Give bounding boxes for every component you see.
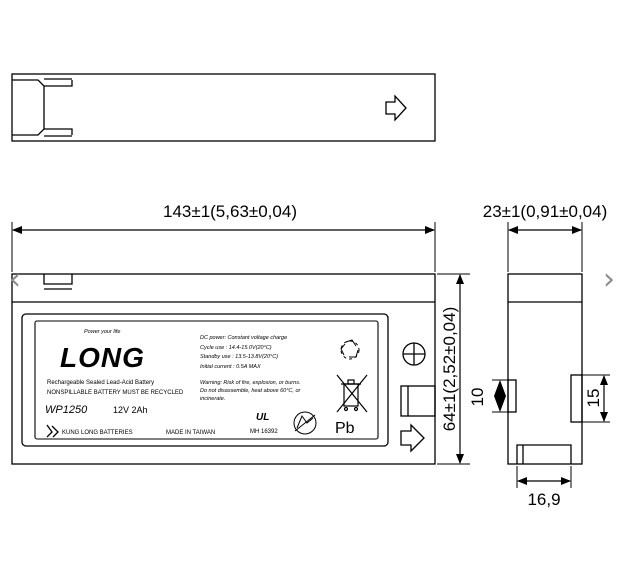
standby-use: Standby use : 13.5-13.8V(20°C): [200, 354, 278, 360]
cycle-use: Cycle use : 14.4-15.0V(20°C): [200, 345, 272, 351]
brand-tagline: Power your life: [84, 329, 120, 335]
terminal-height-label: 15: [584, 389, 603, 408]
origin-text: MADE IN TAIWAN: [166, 430, 215, 436]
terminal-gap-dimension: 10: [468, 379, 508, 413]
warning-line-3: incinerate.: [200, 396, 225, 402]
top-view: [11, 73, 436, 142]
length-dimension-label: 143±1(5,63±0,04): [163, 202, 297, 221]
height-dimension: 64±1(2,52±0,04): [437, 273, 470, 465]
front-view: [11, 273, 436, 465]
initial-current: Initial current : 0.5A MAX: [200, 364, 261, 370]
brand-name: LONG: [60, 342, 145, 373]
side-view: [507, 273, 583, 465]
negative-terminal-arrow-icon: [400, 423, 425, 453]
cert-code: MH 16392: [250, 429, 278, 435]
crossed-bin-icon: [336, 374, 368, 413]
terminal-height-dimension: 15: [582, 374, 610, 423]
model-number: WP1250: [45, 404, 88, 416]
terminal-gap-label: 10: [468, 388, 487, 407]
width-dimension-label: 23±1(0,91±0,04): [483, 202, 608, 221]
recycle-circle-icon: [293, 411, 317, 435]
battery-label: Power your life LONG Rechargeable Sealed…: [45, 329, 368, 438]
top-arrow-icon: [385, 94, 407, 122]
type-line: Rechargeable Sealed Lead-Acid Battery: [47, 380, 154, 386]
pb-text: Pb: [335, 420, 355, 437]
width-dimension: 23±1(0,91±0,04): [483, 202, 608, 272]
kung-long-logo-icon: [46, 424, 59, 438]
warning-line-2: Do not disassemble, heat above 60°C, or: [200, 388, 302, 394]
rating: 12V 2Ah: [113, 405, 148, 415]
recycle-icon: [340, 339, 360, 360]
height-dimension-label: 64±1(2,52±0,04): [440, 307, 459, 432]
charge-title: DC power: Constant voltage charge: [200, 335, 287, 341]
next-image-button[interactable]: ›: [603, 262, 615, 297]
ul-icon: UL: [256, 412, 269, 423]
ul-mark-text: UL: [256, 412, 269, 423]
nonspill-line: NONSPILLABLE BATTERY MUST BE RECYCLED: [47, 390, 184, 396]
previous-image-button[interactable]: ‹: [9, 262, 21, 297]
terminal-width-label: 16,9: [527, 490, 560, 509]
maker-name: KUNG LONG BATTERIES: [62, 430, 133, 436]
positive-terminal-symbol: [402, 342, 426, 366]
warning-line-1: Warning: Risk of fire, explosion, or bur…: [200, 380, 300, 386]
terminal-width-dimension: 16,9: [516, 466, 572, 509]
length-dimension: 143±1(5,63±0,04): [11, 202, 436, 272]
